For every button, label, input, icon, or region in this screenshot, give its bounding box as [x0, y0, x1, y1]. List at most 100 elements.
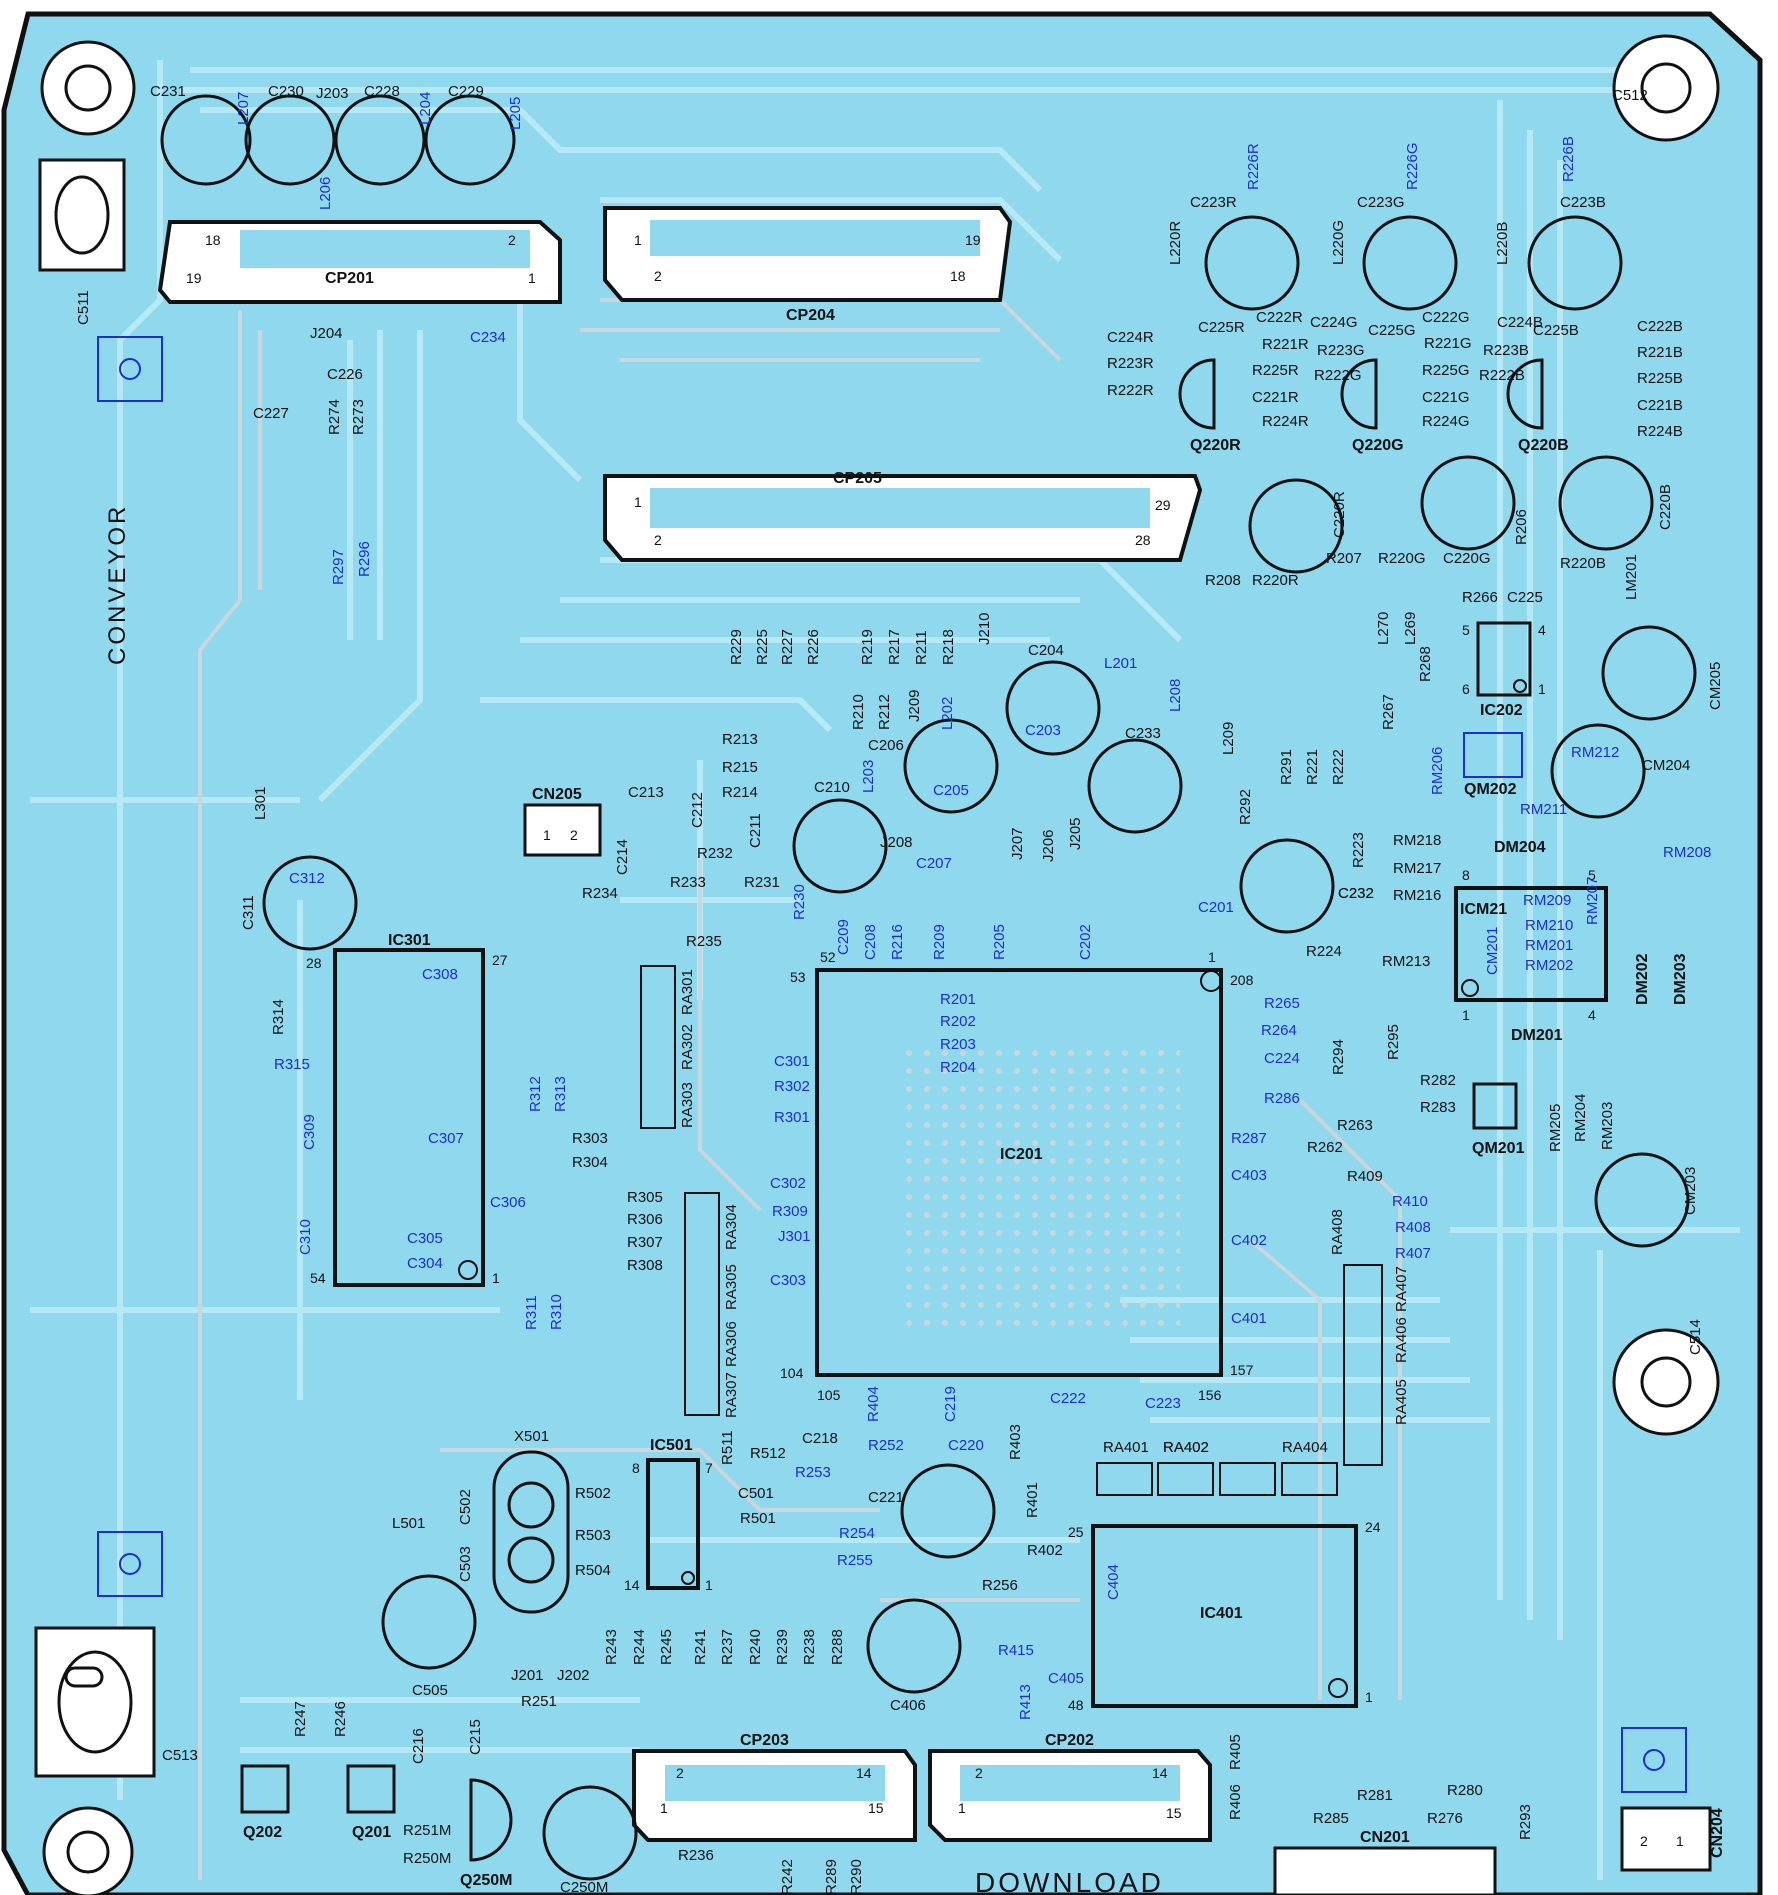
ref-c305: C305 — [407, 1230, 443, 1247]
svg-text:48: 48 — [1068, 1697, 1084, 1713]
ref-c225r: C225R — [1198, 319, 1245, 336]
ref-r307: R307 — [627, 1234, 663, 1251]
ref-r226: R226 — [805, 629, 822, 665]
ref-r224r: R224R — [1262, 413, 1309, 430]
ref-r410: R410 — [1392, 1193, 1428, 1210]
svg-text:7: 7 — [705, 1460, 713, 1476]
ref-r209: R209 — [931, 924, 948, 960]
ref-c502: C502 — [457, 1489, 474, 1525]
ref-r301: R301 — [774, 1109, 810, 1126]
svg-text:CP201: CP201 — [325, 270, 374, 287]
ref-r309: R309 — [772, 1203, 808, 1220]
ref-r237: R237 — [719, 1629, 736, 1665]
ref-r218: R218 — [940, 629, 957, 665]
svg-text:CN204: CN204 — [1709, 1808, 1726, 1858]
ref-r314: R314 — [270, 999, 287, 1035]
ref-c201: C201 — [1198, 899, 1234, 916]
svg-text:2: 2 — [570, 827, 578, 843]
ref-r292: R292 — [1237, 789, 1254, 825]
svg-text:1: 1 — [634, 232, 642, 248]
ref-l220g: L220G — [1330, 220, 1347, 265]
ref-cm204: CM204 — [1642, 757, 1690, 774]
ref-l269: L269 — [1402, 612, 1419, 645]
ref-r280: R280 — [1447, 1782, 1483, 1799]
ref-r251: R251 — [521, 1693, 557, 1710]
transistor-q250m: Q250M — [460, 1872, 512, 1889]
ref-ra405: RA405 — [1393, 1379, 1410, 1425]
ref-r262: R262 — [1307, 1139, 1343, 1156]
ref-j210: J210 — [976, 612, 993, 645]
ref-ra304: RA304 — [723, 1204, 740, 1250]
ref-c406: C406 — [890, 1697, 926, 1714]
ref-r512: R512 — [750, 1445, 786, 1462]
ref-r252: R252 — [868, 1437, 904, 1454]
ref-c223: C223 — [1145, 1395, 1181, 1412]
ref-c214: C214 — [614, 839, 631, 875]
ref-c513: C513 — [162, 1747, 198, 1764]
ref-l220b: L220B — [1494, 222, 1511, 265]
ref-r243: R243 — [603, 1629, 620, 1665]
ref-r235: R235 — [686, 933, 722, 950]
ref-rm201: RM201 — [1525, 937, 1573, 954]
ref-rm205: RM205 — [1547, 1104, 1564, 1152]
transistor-qm202: QM202 — [1464, 781, 1517, 798]
svg-text:1: 1 — [958, 1800, 966, 1816]
ref-r221b: R221B — [1637, 344, 1683, 361]
ref-r255: R255 — [837, 1552, 873, 1569]
ref-r283: R283 — [1420, 1099, 1456, 1116]
ref-rm203: RM203 — [1599, 1102, 1616, 1150]
ref-ra303: RA303 — [679, 1082, 696, 1128]
ref-r221g: R221G — [1424, 335, 1472, 352]
ref-cm201: CM201 — [1484, 927, 1501, 975]
ref-c220g: C220G — [1443, 550, 1491, 567]
mounting-holes — [40, 34, 1720, 1895]
ref-j209: J209 — [906, 689, 923, 722]
ref-r238: R238 — [801, 1629, 818, 1665]
ic301: IC301 28 27 54 1 — [306, 932, 508, 1287]
ref-rm218: RM218 — [1393, 832, 1441, 849]
ic202-label: IC202 — [1480, 702, 1523, 719]
ref-r214: R214 — [722, 784, 758, 801]
crystal-x501 — [492, 1450, 570, 1614]
icm21: ICM21 8 5 1 4 — [1454, 867, 1608, 1023]
ref-r217: R217 — [886, 629, 903, 665]
ref-ra402: RA402 — [1163, 1439, 1209, 1456]
ref-l501: L501 — [392, 1515, 425, 1532]
ref-r251m: R251M — [403, 1822, 451, 1839]
ref-r401: R401 — [1024, 1482, 1041, 1518]
ref-r229: R229 — [728, 629, 745, 665]
ref-r312: R312 — [527, 1076, 544, 1112]
svg-text:15: 15 — [1166, 1805, 1182, 1821]
ref-r263: R263 — [1337, 1117, 1373, 1134]
ref-r223r: R223R — [1107, 355, 1154, 372]
ref-c206: C206 — [868, 737, 904, 754]
ref-c302: C302 — [770, 1175, 806, 1192]
ref-r306: R306 — [627, 1211, 663, 1228]
ref-r407: R407 — [1395, 1245, 1431, 1262]
svg-text:CN205: CN205 — [532, 786, 582, 803]
ref-l208: L208 — [1167, 679, 1184, 712]
svg-text:CP204: CP204 — [786, 307, 835, 324]
ref-c211: C211 — [747, 813, 764, 848]
ref-r213: R213 — [722, 731, 758, 748]
ref-r415: R415 — [998, 1642, 1034, 1659]
fiducials — [97, 336, 1687, 1793]
icm21-label: ICM21 — [1460, 901, 1507, 918]
svg-text:28: 28 — [1135, 532, 1151, 548]
ref-r226g: R226G — [1404, 142, 1421, 190]
ref-j201: J201 — [511, 1667, 544, 1684]
ref-r289: R289 — [823, 1859, 840, 1895]
svg-text:5: 5 — [1462, 622, 1470, 638]
ref-r504: R504 — [575, 1562, 611, 1579]
ref-r402: R402 — [1027, 1542, 1063, 1559]
ref-c304: C304 — [407, 1255, 443, 1272]
ref-rm207: RM207 — [1584, 877, 1601, 925]
ref-c401: C401 — [1231, 1310, 1267, 1327]
svg-text:1: 1 — [1462, 1007, 1470, 1023]
ref-r502: R502 — [575, 1485, 611, 1502]
svg-text:29: 29 — [1155, 497, 1171, 513]
ref-j204: J204 — [310, 325, 343, 342]
ref-rm212: RM212 — [1571, 744, 1619, 761]
